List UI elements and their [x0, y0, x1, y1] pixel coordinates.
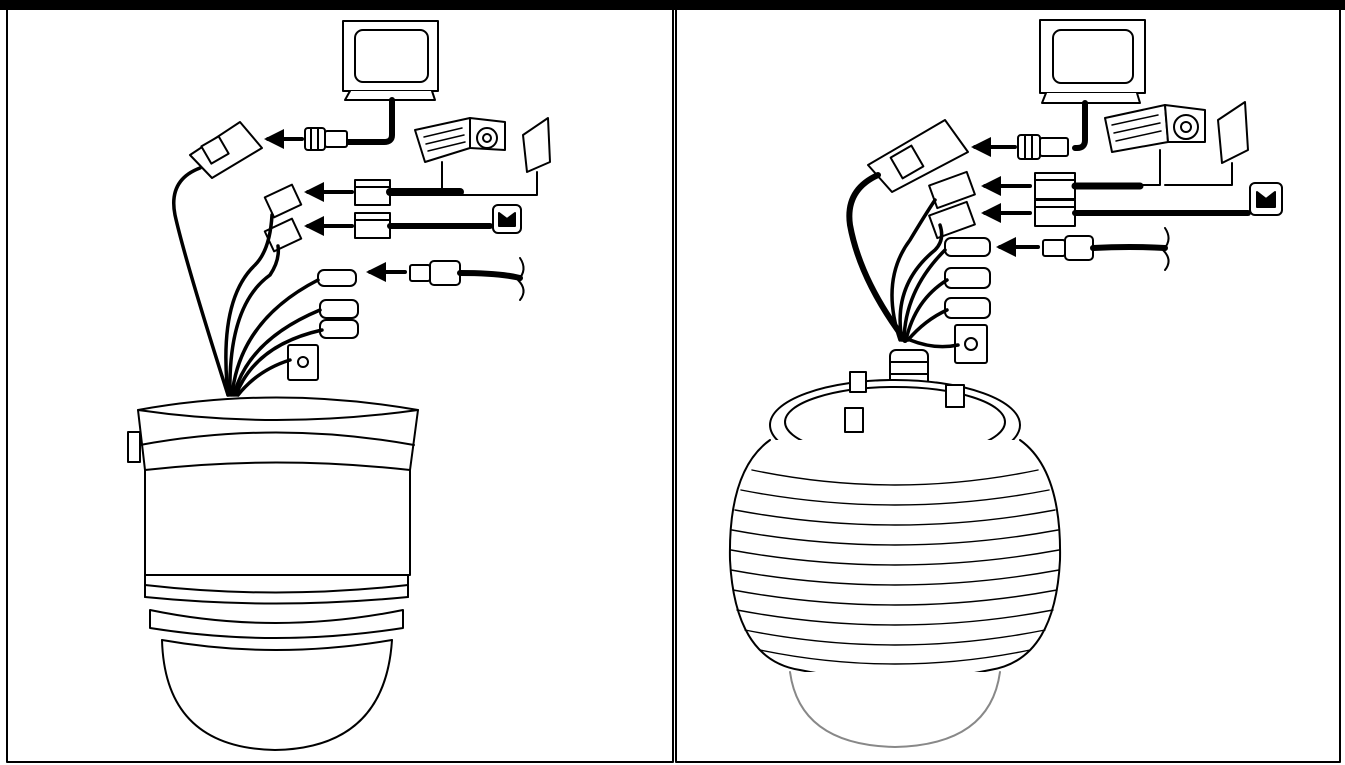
bnc-connector-icon	[304, 127, 348, 151]
rca-connector-icon	[319, 299, 359, 339]
rj45-connector-icon	[928, 170, 976, 240]
rj45-connector-icon	[263, 183, 303, 253]
bnc-connector-icon	[867, 119, 969, 193]
dc-power-plug-icon	[1042, 235, 1094, 261]
left-panel-frame	[6, 5, 674, 763]
right-panel-frame	[675, 5, 1341, 763]
keyboard-controller-icon	[1104, 104, 1206, 153]
rj45-connector-icon	[1034, 172, 1076, 227]
camera-cable-bundle	[890, 198, 960, 349]
left-panel	[127, 20, 551, 751]
video-cable	[342, 97, 395, 145]
alarm-terminal-icon	[954, 324, 988, 364]
video-cable	[1072, 100, 1088, 151]
control-wire	[1164, 162, 1233, 186]
monitor-icon	[342, 20, 439, 101]
control-wire	[1074, 149, 1161, 186]
monitor-icon	[1039, 19, 1146, 104]
alarm-terminal-icon	[1249, 182, 1283, 216]
rj45-connector-icon	[354, 212, 391, 239]
control-wire	[459, 171, 538, 196]
power-adapter-icon	[1217, 101, 1249, 164]
camera-cable-bundle	[172, 166, 324, 397]
bnc-connector-icon	[189, 121, 263, 179]
right-panel	[728, 19, 1283, 748]
dc-power-plug-icon	[409, 260, 461, 286]
alarm-terminal-icon	[492, 204, 522, 234]
alarm-terminal-icon	[287, 344, 319, 381]
bnc-connector-icon	[1017, 134, 1069, 160]
dome-camera-icon	[127, 396, 419, 751]
dome-camera-icon	[728, 371, 1062, 748]
rca-connector-icon	[944, 267, 991, 319]
rj45-connector-icon	[354, 179, 391, 206]
dc-power-plug-icon	[317, 269, 357, 287]
power-adapter-icon	[522, 117, 551, 173]
dc-power-plug-icon	[944, 237, 991, 257]
dome-ribs	[730, 469, 1060, 665]
keyboard-controller-icon	[414, 117, 506, 163]
camera-cable-bundle	[846, 172, 908, 343]
